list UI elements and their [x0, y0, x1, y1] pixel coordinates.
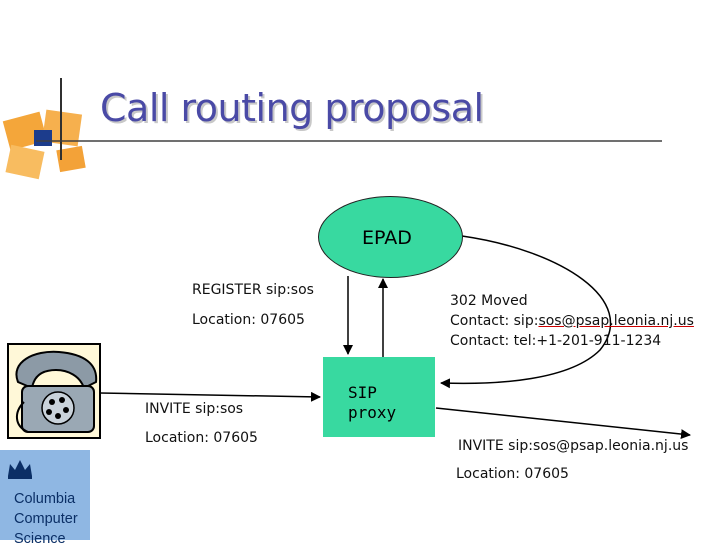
sip-proxy-label-line1: SIP	[348, 383, 377, 402]
sip-proxy-node	[323, 357, 435, 437]
moved-line2-prefix: Contact: sip:	[450, 313, 539, 329]
columbia-logo-text: Columbia Computer Science	[14, 489, 78, 549]
columbia-logo	[0, 450, 90, 540]
moved-contact-link[interactable]: sos@psap.leonia.nj.us	[538, 313, 694, 329]
epad-label: EPAD	[362, 227, 412, 249]
moved-line2: Contact: sip:sos@psap.leonia.nj.us	[450, 313, 694, 329]
moved-line1: 302 Moved	[450, 293, 528, 309]
sip-proxy-label: SIP proxy	[348, 383, 396, 423]
corner-decoration	[2, 78, 662, 180]
moved-line3: Contact: tel:+1-201-911-1234	[450, 333, 662, 349]
invite-out-arrow	[435, 407, 691, 440]
epad-node	[318, 196, 463, 278]
invite-right-line1: INVITE sip:sos@psap.leonia.nj.us	[458, 438, 689, 454]
logo-line3: Science	[14, 531, 66, 547]
slide-title: Call routing proposal	[100, 86, 484, 130]
invite-left-line2: Location: 07605	[145, 430, 258, 446]
register-line1: REGISTER sip:sos	[192, 282, 314, 298]
crown-icon	[8, 460, 32, 479]
logo-line1: Columbia	[14, 491, 76, 507]
redirect-arrow	[440, 235, 612, 389]
sip-proxy-label-line2: proxy	[348, 403, 397, 422]
register-line2: Location: 07605	[192, 312, 305, 328]
telephone-icon	[7, 343, 101, 439]
logo-line2: Computer	[14, 511, 78, 527]
invite-right-line2: Location: 07605	[456, 466, 569, 482]
invite-in-arrow	[99, 391, 321, 402]
invite-left-line1: INVITE sip:sos	[145, 401, 244, 417]
orange-squares-icon	[2, 109, 86, 180]
